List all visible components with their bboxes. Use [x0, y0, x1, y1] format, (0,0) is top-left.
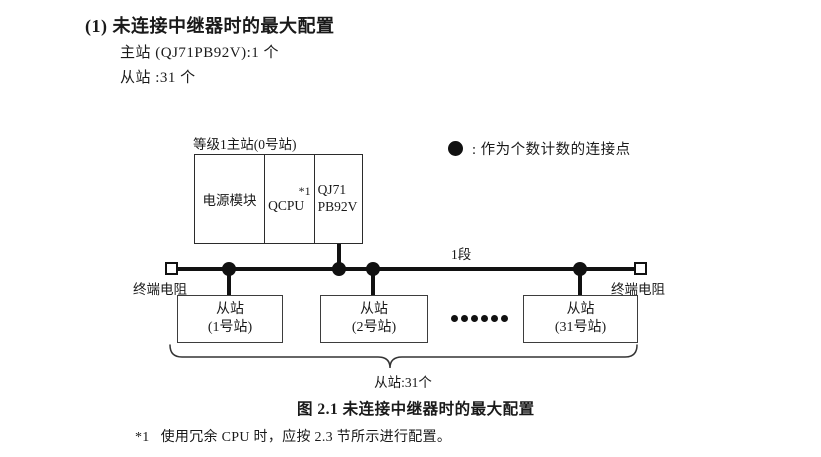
segment-label: 1段 [451, 247, 472, 262]
slave-label: 从站 [216, 301, 244, 317]
master-station-label: 等级1主站(0号站) [193, 137, 297, 152]
master-station-box: 电源模块 *1 QCPU QJ71 PB92V [194, 154, 363, 244]
slave-label: 从站 [360, 301, 388, 317]
slaves-summary: 从站:31个 [374, 375, 432, 390]
connection-dot [222, 262, 236, 276]
connection-dot [573, 262, 587, 276]
slave-label: 从站 [566, 301, 595, 317]
slave1-drop-line [227, 270, 231, 296]
power-module-label: 电源模块 [202, 193, 257, 208]
qcpu-cell: *1 QCPU [264, 155, 313, 243]
slave31-drop-line [578, 270, 582, 296]
slave-station-31-box: 从站 (31号站) [523, 295, 638, 343]
legend: : 作为个数计数的连接点 [448, 138, 631, 159]
slave-station-1-box: 从站 (1号站) [177, 295, 283, 343]
pb92v-label-line1: QJ71 [317, 182, 347, 198]
figure-caption: 图 2.1 未连接中继器时的最大配置 [297, 401, 535, 418]
pb92v-label-line2: PB92V [317, 199, 358, 214]
slave-station-number: (1号站) [207, 320, 253, 335]
connection-point-icon [448, 141, 463, 156]
terminator-left-label: 终端电阻 [133, 282, 187, 297]
footnote-text: 使用冗余 CPU 时，应按 2.3 节所示进行配置。 [160, 430, 452, 445]
power-module-cell: 电源模块 [195, 155, 264, 243]
slaves-brace [169, 344, 638, 369]
legend-text: : 作为个数计数的连接点 [472, 142, 631, 158]
footnote-reference: *1 [298, 183, 311, 198]
terminator-right-label: 终端电阻 [611, 282, 665, 297]
connection-dot [366, 262, 380, 276]
bus-line [171, 267, 642, 271]
slave-station-2-box: 从站 (2号站) [320, 295, 428, 343]
footnote: *1 使用冗余 CPU 时，应按 2.3 节所示进行配置。 [135, 426, 451, 446]
slave2-drop-line [371, 270, 375, 296]
pb92v-cell: QJ71 PB92V [313, 155, 362, 243]
terminator-left-icon [165, 262, 178, 275]
master-drop-line [337, 244, 341, 269]
slave-count-line: 从站 :31 个 [120, 70, 196, 86]
slave-station-number: (2号站) [351, 320, 397, 335]
connection-dot [332, 262, 346, 276]
ellipsis-dots [451, 315, 508, 322]
master-count-line: 主站 (QJ71PB92V):1 个 [120, 45, 280, 61]
slave-station-number: (31号站) [554, 320, 607, 335]
terminator-right-icon [634, 262, 647, 275]
section-heading: (1) 未连接中继器时的最大配置 [85, 16, 335, 36]
qcpu-label: QCPU [268, 197, 305, 213]
footnote-marker: *1 [135, 430, 150, 445]
